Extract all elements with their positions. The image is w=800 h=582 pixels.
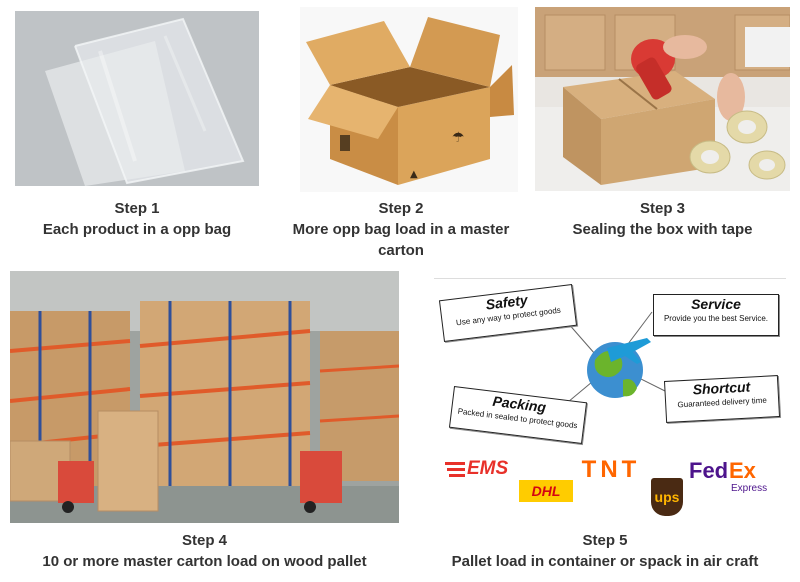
service-sign: Service Provide you the best Service. <box>653 294 779 336</box>
step-2-caption: Step 2 More opp bag load in a master car… <box>282 198 520 261</box>
step-title: Step 1 <box>114 200 160 217</box>
step-4-caption: Step 4 10 or more master carton load on … <box>10 530 399 572</box>
open-carton-photo: ☂ ▲ <box>300 7 518 192</box>
service-text: Provide you the best Service. <box>663 314 769 323</box>
fedex-logo: Fed Ex Express <box>689 458 779 498</box>
tnt-logo: TNT <box>573 454 649 486</box>
sealing-box-photo <box>535 7 790 191</box>
step-5-caption: Step 5 Pallet load in container or spack… <box>420 530 790 572</box>
divider <box>434 278 786 279</box>
ems-logo: EMS <box>445 458 533 480</box>
step-title: Step 3 <box>639 200 685 217</box>
step-3-caption: Step 3 Sealing the box with tape <box>535 198 790 240</box>
ems-text: EMS <box>467 458 509 479</box>
step-description: Sealing the box with tape <box>572 221 753 238</box>
fedex-ex-text: Ex <box>729 458 756 483</box>
svg-text:▲: ▲ <box>410 169 418 180</box>
dhl-text: DHL <box>531 483 561 499</box>
fedex-express-text: Express <box>731 483 768 494</box>
step-description: Each product in a opp bag <box>42 221 232 238</box>
step-description: More opp bag load in a master carton <box>292 221 510 259</box>
tnt-text: TNT <box>581 456 641 483</box>
svg-text:☂: ☂ <box>452 130 465 146</box>
step-title: Step 5 <box>582 532 628 549</box>
step-title: Step 4 <box>181 532 227 549</box>
dhl-logo: DHL <box>519 480 573 502</box>
ups-text: ups <box>654 489 680 505</box>
service-title: Service <box>691 296 741 312</box>
warehouse-photo <box>10 271 399 523</box>
opp-bag-photo <box>15 11 259 186</box>
ups-logo: ups <box>651 478 683 516</box>
shipping-methods-graphic: Safety Use any way to protect goods Serv… <box>427 282 787 522</box>
step-description: 10 or more master carton load on wood pa… <box>42 553 367 570</box>
step-description: Pallet load in container or spack in air… <box>451 553 759 570</box>
step-title: Step 2 <box>378 200 424 217</box>
fedex-fed-text: Fed <box>689 458 729 483</box>
step-1-caption: Step 1 Each product in a opp bag <box>15 198 259 240</box>
shortcut-sign: Shortcut Guaranteed delivery time <box>663 375 781 423</box>
